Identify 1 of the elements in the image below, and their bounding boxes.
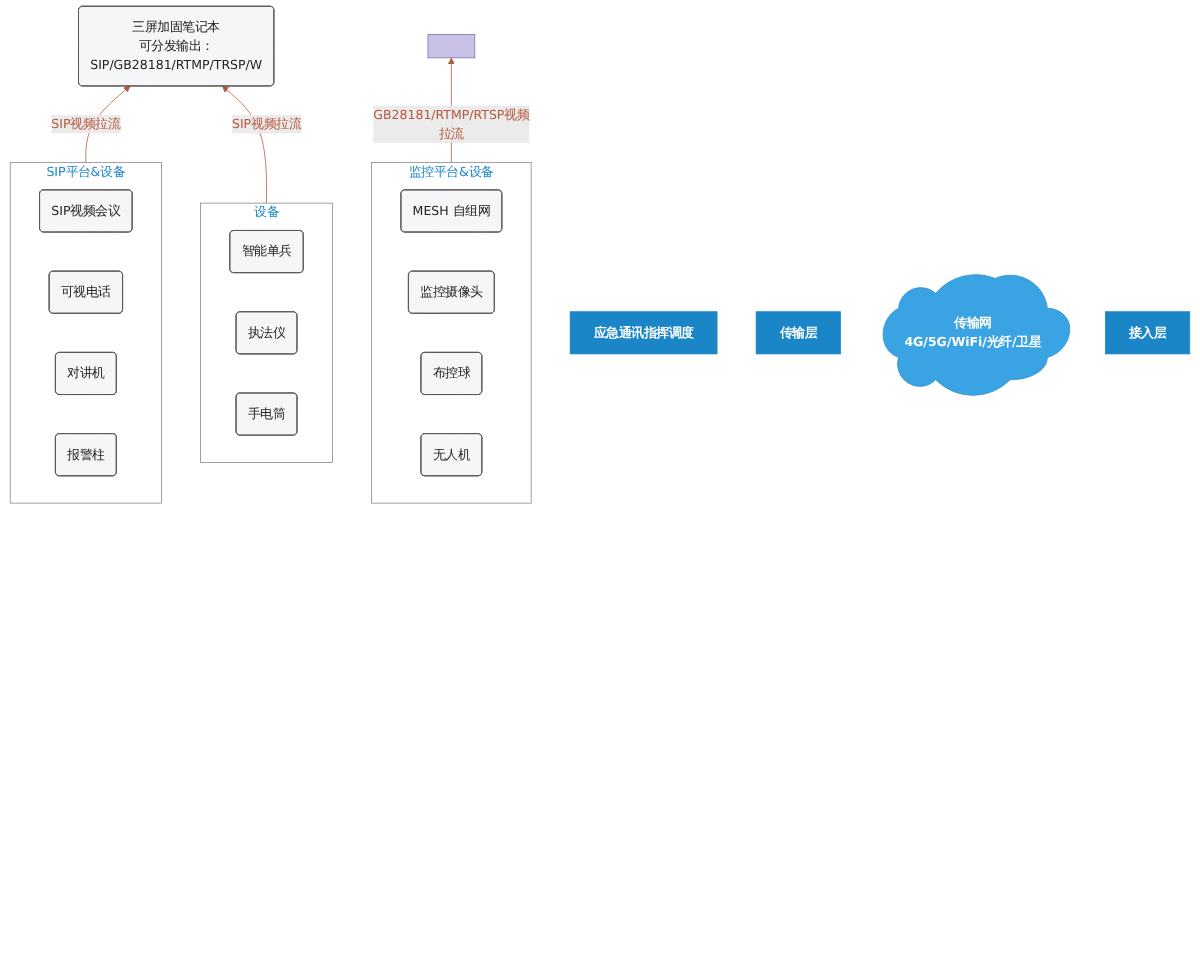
node-box [427,34,476,59]
